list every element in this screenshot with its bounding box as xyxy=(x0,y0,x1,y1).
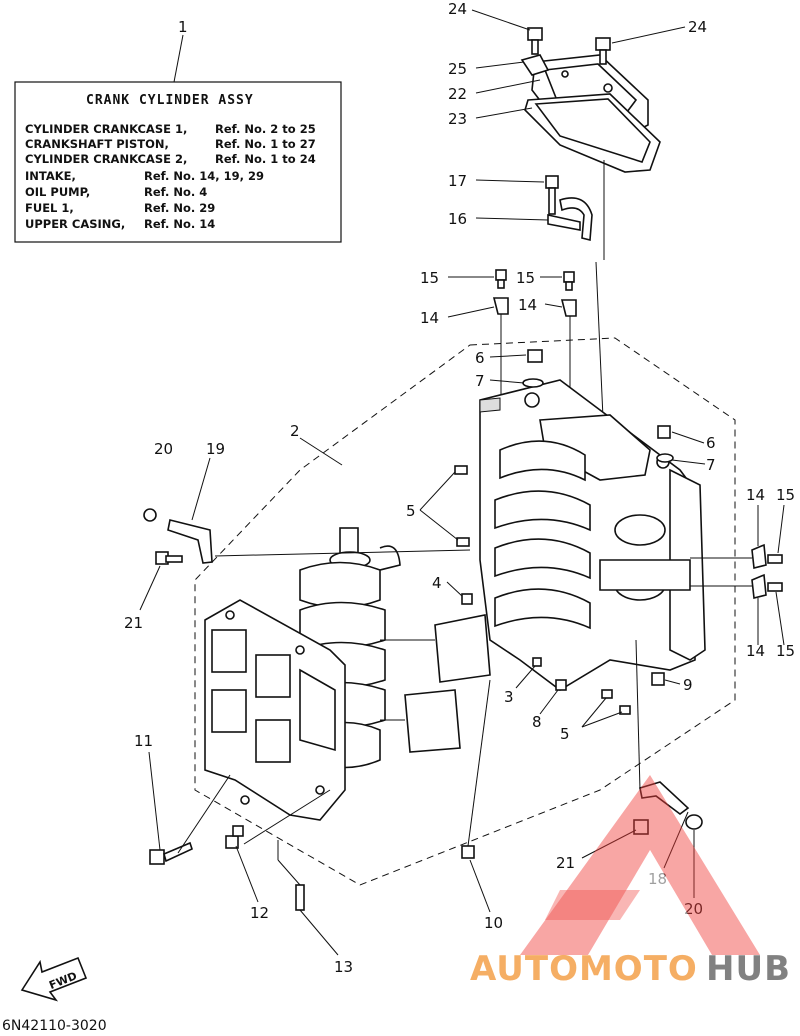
callout-16: 16 xyxy=(448,210,467,228)
callout-21: 21 xyxy=(556,854,575,872)
legend-line-ref: Ref. No. 29 xyxy=(144,201,215,215)
callout-23: 23 xyxy=(448,110,467,128)
callout-25: 25 xyxy=(448,60,467,78)
callout-14: 14 xyxy=(746,642,765,660)
piston-icon xyxy=(404,689,461,753)
legend-line-ref: Ref. No. 14, 19, 29 xyxy=(144,169,264,183)
legend-line-ref: Ref. No. 4 xyxy=(144,185,207,199)
legend-line-ref: Ref. No. 1 to 27 xyxy=(215,137,316,151)
watermark-word-b: HUB xyxy=(706,949,791,989)
callout-7: 7 xyxy=(706,456,716,474)
watermark-logo: AUTOMOTO HUB xyxy=(470,775,791,989)
callout-20: 20 xyxy=(684,900,703,918)
bolt-24-icon xyxy=(595,37,611,51)
legend-line-name: FUEL 1, xyxy=(25,201,74,215)
legend-line-ref: Ref. No. 1 to 24 xyxy=(215,152,316,166)
legend-line-name: CYLINDER CRANKCASE 1, xyxy=(25,122,187,136)
legend-line-name: CYLINDER CRANKCASE 2, xyxy=(25,152,187,166)
callout-20: 20 xyxy=(154,440,173,458)
callout-13: 13 xyxy=(334,958,353,976)
callout-2: 2 xyxy=(290,422,300,440)
crankcase-front xyxy=(204,599,346,821)
legend-line-ref: Ref. No. 2 to 25 xyxy=(215,122,316,136)
legend-title: CRANK CYLINDER ASSY xyxy=(86,93,254,108)
callout-10: 10 xyxy=(484,914,503,932)
cylinder-block xyxy=(454,349,706,715)
bolt-24-icon xyxy=(527,27,543,41)
hose-clamp xyxy=(545,175,593,242)
forward-arrow-icon: FWD xyxy=(20,956,88,1002)
legend-line-name: CRANKSHAFT PISTON, xyxy=(25,137,169,151)
callout-15: 15 xyxy=(776,486,795,504)
callout-15: 15 xyxy=(420,269,439,287)
callout-19: 19 xyxy=(206,440,225,458)
callout-4: 4 xyxy=(432,574,442,592)
watermark-word-a: AUTOMOTO xyxy=(470,949,698,989)
legend-box: 1 CRANK CYLINDER ASSY CYLINDER CRANKCASE… xyxy=(14,18,342,243)
callout-3: 3 xyxy=(504,688,514,706)
callout-numbers: 24 24 25 22 23 17 16 15 15 14 14 6 7 6 7… xyxy=(124,0,795,976)
legend-lines: CYLINDER CRANKCASE 1, Ref. No. 2 to 25 C… xyxy=(25,122,316,231)
left-small-parts xyxy=(143,508,213,565)
callout-17: 17 xyxy=(448,172,467,190)
legend-line-ref: Ref. No. 14 xyxy=(144,217,215,231)
diagram-code: 6N42110-3020 xyxy=(2,1018,107,1032)
drain-parts xyxy=(633,639,703,835)
legend-line-name: OIL PUMP, xyxy=(25,185,90,199)
callout-15: 15 xyxy=(776,642,795,660)
callout-22: 22 xyxy=(448,85,467,103)
callout-24: 24 xyxy=(448,0,467,18)
callout-5: 5 xyxy=(406,502,416,520)
legend-line-name: UPPER CASING, xyxy=(25,217,125,231)
callout-1: 1 xyxy=(178,18,188,36)
callout-14: 14 xyxy=(746,486,765,504)
callout-24: 24 xyxy=(688,18,707,36)
callout-8: 8 xyxy=(532,713,542,731)
callout-7: 7 xyxy=(475,372,485,390)
callout-6: 6 xyxy=(475,349,485,367)
bottom-bolts xyxy=(149,679,491,911)
callout-6: 6 xyxy=(706,434,716,452)
callout-9: 9 xyxy=(683,676,693,694)
leader-lines xyxy=(139,9,785,956)
callout-21: 21 xyxy=(124,614,143,632)
callout-14: 14 xyxy=(420,309,439,327)
small-clips xyxy=(492,160,605,441)
right-clips xyxy=(690,543,783,599)
callout-14: 14 xyxy=(518,296,537,314)
callout-12: 12 xyxy=(250,904,269,922)
assembly-outline xyxy=(194,337,736,886)
legend-line-name: INTAKE, xyxy=(25,169,76,183)
bracket-25-icon xyxy=(520,54,550,76)
callout-15: 15 xyxy=(516,269,535,287)
callout-5: 5 xyxy=(560,725,570,743)
callout-11: 11 xyxy=(134,732,153,750)
exhaust-cover xyxy=(520,27,661,173)
piston-icon xyxy=(434,614,491,683)
